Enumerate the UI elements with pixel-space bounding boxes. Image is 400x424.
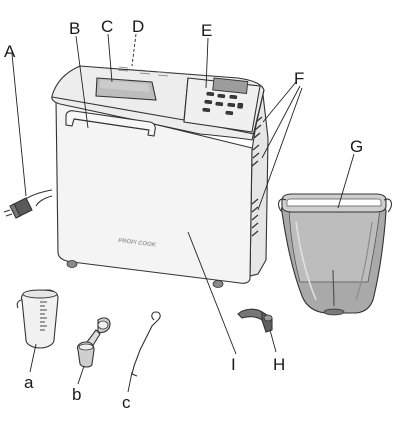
display-screen	[212, 77, 249, 94]
bread-maker: PROFI COOK	[51, 65, 269, 288]
leader-lines	[11, 33, 355, 393]
label-A: A	[4, 42, 16, 61]
baking-pan	[277, 193, 393, 316]
steam-vent	[117, 66, 169, 77]
removal-hook	[131, 311, 161, 377]
side-vents	[251, 116, 263, 237]
label-I: I	[231, 355, 236, 374]
label-D: D	[132, 17, 144, 36]
label-G: G	[350, 137, 363, 156]
label-E: E	[201, 21, 212, 40]
foot-left	[66, 260, 78, 268]
part-labels: A B C D E F G H I a b c	[4, 17, 363, 412]
foot-right	[212, 280, 224, 288]
control-buttons	[202, 91, 244, 116]
power-cord	[3, 189, 53, 219]
brand-logo: PROFI COOK	[118, 238, 157, 249]
label-H: H	[273, 355, 285, 374]
label-B: B	[69, 19, 80, 38]
label-b: b	[72, 385, 81, 404]
label-c: c	[122, 393, 131, 412]
housing-front	[55, 99, 253, 284]
label-a: a	[24, 373, 34, 392]
measuring-spoon	[76, 317, 111, 368]
label-F: F	[294, 69, 304, 88]
kneading-paddle	[237, 308, 273, 333]
pan-inner	[288, 207, 381, 283]
label-C: C	[101, 17, 113, 36]
lid-handle	[65, 110, 156, 137]
measuring-cup	[16, 289, 59, 349]
